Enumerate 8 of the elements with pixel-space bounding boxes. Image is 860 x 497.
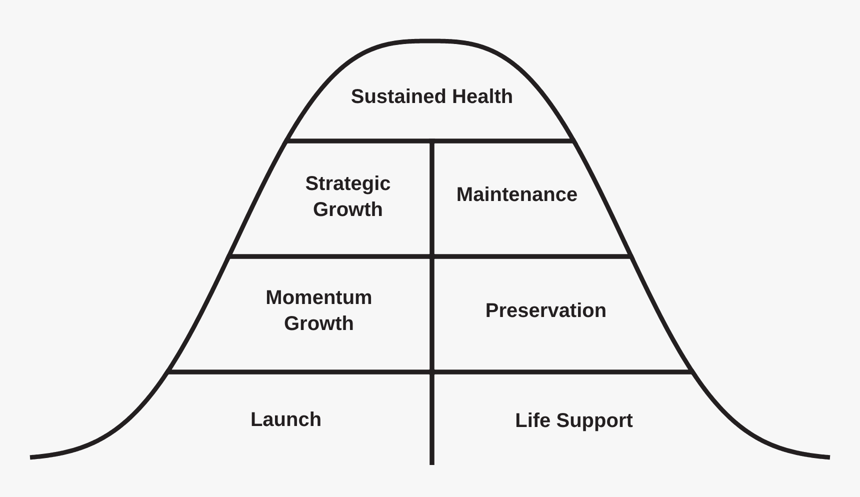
section-label: Strategic Growth [304,172,392,223]
section-label: Life Support [515,409,633,434]
section-label: Launch [250,408,322,433]
section-label: Maintenance [456,183,578,208]
section-label: Momentum Growth [264,286,374,337]
bell-curve-section [429,369,832,467]
section-label: Sustained Health [350,85,514,110]
section-label: Preservation [485,299,607,324]
